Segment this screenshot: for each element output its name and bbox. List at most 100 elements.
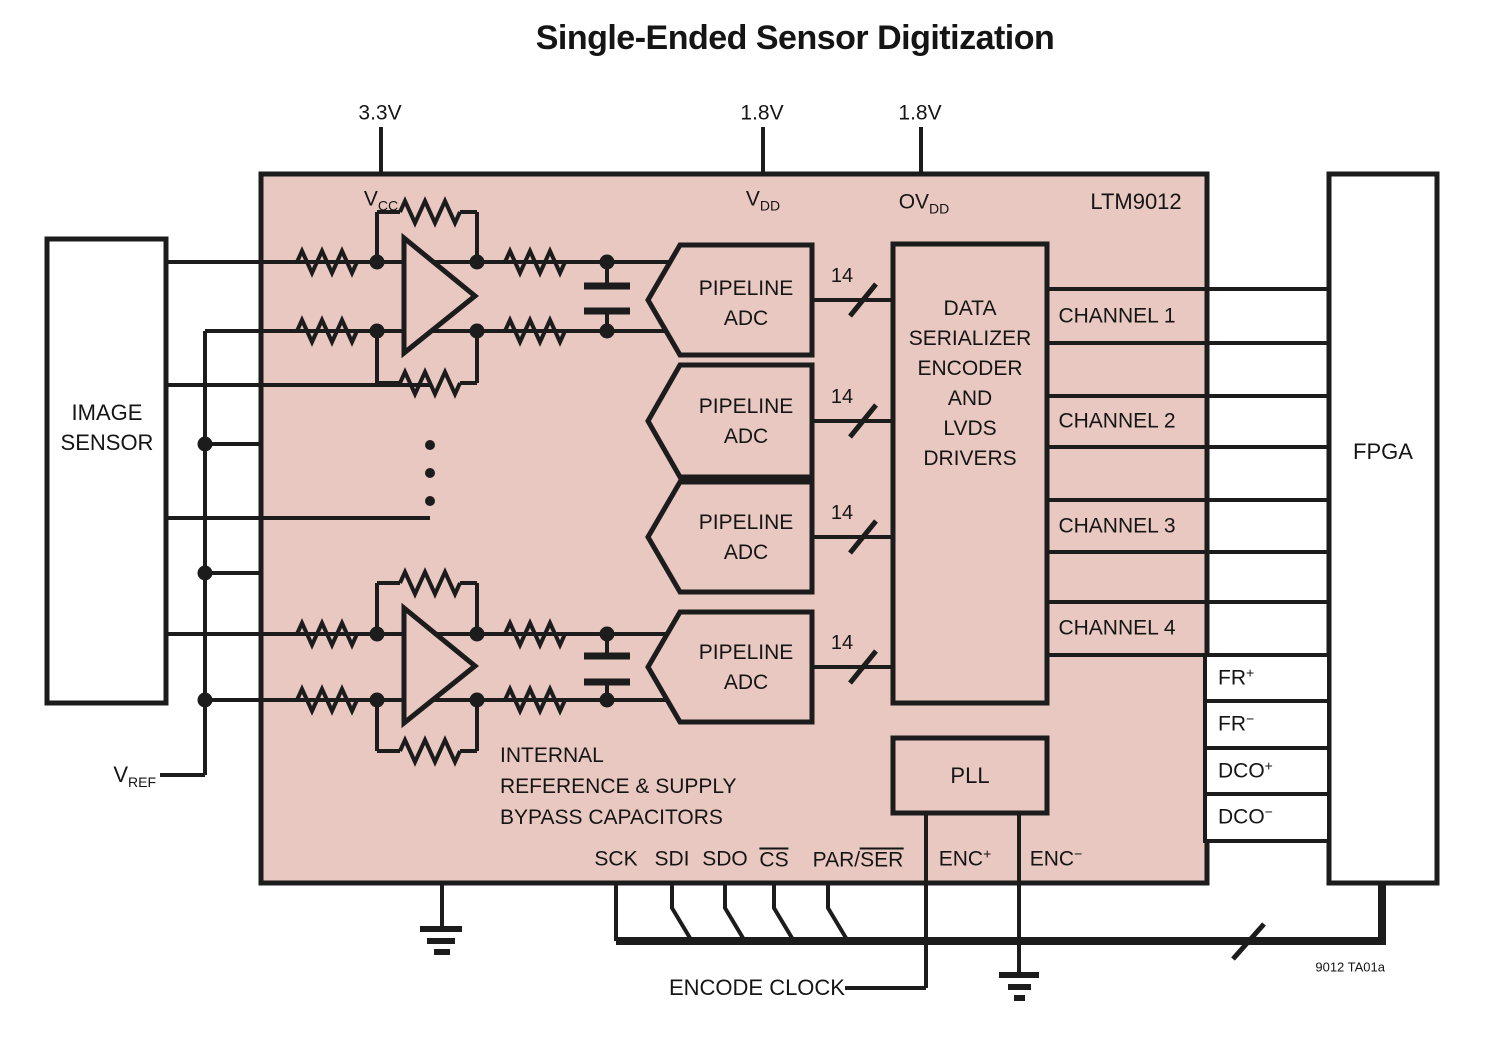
pll-block	[890, 735, 1050, 816]
adc-3-line2: ADC	[723, 541, 769, 564]
pin-ovdd: OVDD	[898, 190, 950, 216]
adc-2-line2: ADC	[723, 425, 769, 448]
internal-note-line3: BYPASS CAPACITORS	[500, 806, 723, 829]
internal-note-line1: INTERNAL	[500, 744, 604, 767]
pin-ser-text: SER	[860, 847, 904, 872]
bus-width-3: 14	[830, 502, 854, 524]
image-sensor-line1: IMAGE	[71, 400, 143, 425]
vref-base: V	[113, 762, 128, 787]
pin-ovdd-sub: DD	[929, 200, 950, 217]
pll-label: PLL	[950, 763, 990, 788]
image-sensor-block	[44, 236, 169, 706]
channel-4-label: CHANNEL 4	[1058, 616, 1176, 640]
serializer-line6: DRIVERS	[923, 447, 1017, 470]
pin-par-ser: PAR/SER	[812, 847, 904, 872]
adc-4-line2: ADC	[723, 671, 769, 694]
serializer-block	[890, 241, 1050, 706]
fr-plus-base: FR	[1218, 666, 1246, 690]
pin-enc-minus-base: ENC	[1029, 847, 1075, 871]
dco-plus-sup: +	[1264, 757, 1273, 774]
bus-width-1: 14	[830, 265, 854, 287]
pin-sck: SCK	[594, 847, 638, 871]
channel-3-label: CHANNEL 3	[1058, 514, 1176, 538]
pin-cs-text: CS	[759, 847, 789, 872]
encode-clock-label: ENCODE CLOCK	[668, 975, 845, 1000]
supply-1v8-ovdd: 1.8V	[898, 101, 942, 125]
adc-output-buses	[812, 298, 893, 669]
pin-sdo: SDO	[702, 847, 748, 871]
serializer-line4: AND	[947, 387, 993, 410]
adc-4-line1: PIPELINE	[698, 641, 794, 664]
vref-label: VREF	[113, 762, 156, 790]
serializer-line5: LVDS	[943, 417, 997, 440]
bus-slashes	[848, 282, 878, 685]
dco-minus-sup: −	[1264, 803, 1273, 820]
pin-cs: CS	[759, 847, 789, 872]
pin-vcc-sub: CC	[377, 197, 399, 214]
fr-minus-sup: −	[1246, 710, 1255, 727]
omitted-channels-ellipsis	[425, 440, 435, 506]
adc-1	[645, 242, 815, 358]
pin-vdd-sub: DD	[759, 197, 781, 214]
bypass-cap-1	[584, 282, 630, 315]
adc-1-line1: PIPELINE	[698, 277, 794, 300]
adc-4-label: PIPELINE ADC	[699, 638, 794, 698]
opamp-4-triangle	[401, 602, 479, 729]
adc-2-label: PIPELINE ADC	[699, 392, 794, 452]
fr-minus-base: FR	[1218, 712, 1246, 736]
supply-1v8-vdd: 1.8V	[740, 101, 784, 125]
adc-4	[645, 609, 815, 725]
opamp-1-triangle	[401, 232, 479, 359]
adc-1-label: PIPELINE ADC	[699, 274, 794, 334]
serial-bus-slash	[1231, 922, 1266, 961]
serializer-line1: DATA	[943, 297, 997, 320]
fr-minus-label: FR−	[1218, 710, 1255, 736]
internal-note-line2: REFERENCE & SUPPLY	[500, 775, 737, 798]
serializer-line2: SERIALIZER	[908, 327, 1032, 350]
junction-dots	[197, 254, 615, 708]
dco-minus-label: DCO−	[1218, 803, 1273, 828]
serial-pin-drops	[614, 883, 1021, 990]
adc-3	[645, 479, 815, 595]
pin-enc-minus-sup: −	[1074, 845, 1083, 862]
channel-1-label: CHANNEL 1	[1058, 304, 1176, 328]
bus-width-4: 14	[830, 632, 854, 654]
enc-pin-separators	[924, 813, 1021, 883]
ground-left	[420, 882, 462, 955]
pin-enc-minus: ENC−	[1029, 845, 1083, 871]
pin-ovdd-base: OV	[898, 190, 930, 214]
pipeline-adcs	[645, 242, 815, 725]
figure-note: 9012 TA01a	[1315, 959, 1385, 975]
internal-reference-note: INTERNAL REFERENCE & SUPPLY BYPASS CAPAC…	[500, 740, 737, 833]
pin-vdd: VDD	[745, 187, 780, 213]
adc-2	[645, 362, 815, 480]
serializer-line3: ENCODER	[917, 357, 1023, 380]
pin-enc-plus-base: ENC	[938, 847, 984, 871]
bypass-cap-4	[584, 652, 630, 686]
fr-plus-label: FR+	[1218, 664, 1255, 690]
fr-plus-sup: +	[1246, 664, 1255, 681]
vref-sub: REF	[128, 774, 156, 790]
pin-enc-plus: ENC+	[938, 845, 992, 871]
pin-vcc: VCC	[364, 189, 398, 213]
adc-2-line1: PIPELINE	[698, 395, 794, 418]
serializer-label: DATA SERIALIZER ENCODER AND LVDS DRIVERS	[909, 294, 1032, 474]
diagram-title: Single-Ended Sensor Digitization	[535, 19, 1055, 57]
bus-width-2: 14	[830, 386, 854, 408]
pin-sdi: SDI	[654, 847, 690, 871]
pin-vdd-base: V	[745, 187, 760, 211]
fpga-block	[1326, 171, 1440, 886]
ground-enc	[999, 972, 1039, 1001]
serial-bus	[616, 883, 1386, 945]
dco-plus-label: DCO+	[1218, 757, 1273, 783]
channel-2-label: CHANNEL 2	[1058, 409, 1176, 433]
pin-enc-plus-sup: +	[983, 845, 992, 862]
dco-plus-base: DCO	[1218, 759, 1265, 783]
part-number: LTM9012	[1090, 189, 1182, 214]
adc-1-line2: ADC	[723, 307, 769, 330]
fpga-label: FPGA	[1353, 439, 1413, 464]
pin-par-text: PAR/	[812, 848, 861, 872]
lvds-channel-wires	[1047, 287, 1329, 657]
